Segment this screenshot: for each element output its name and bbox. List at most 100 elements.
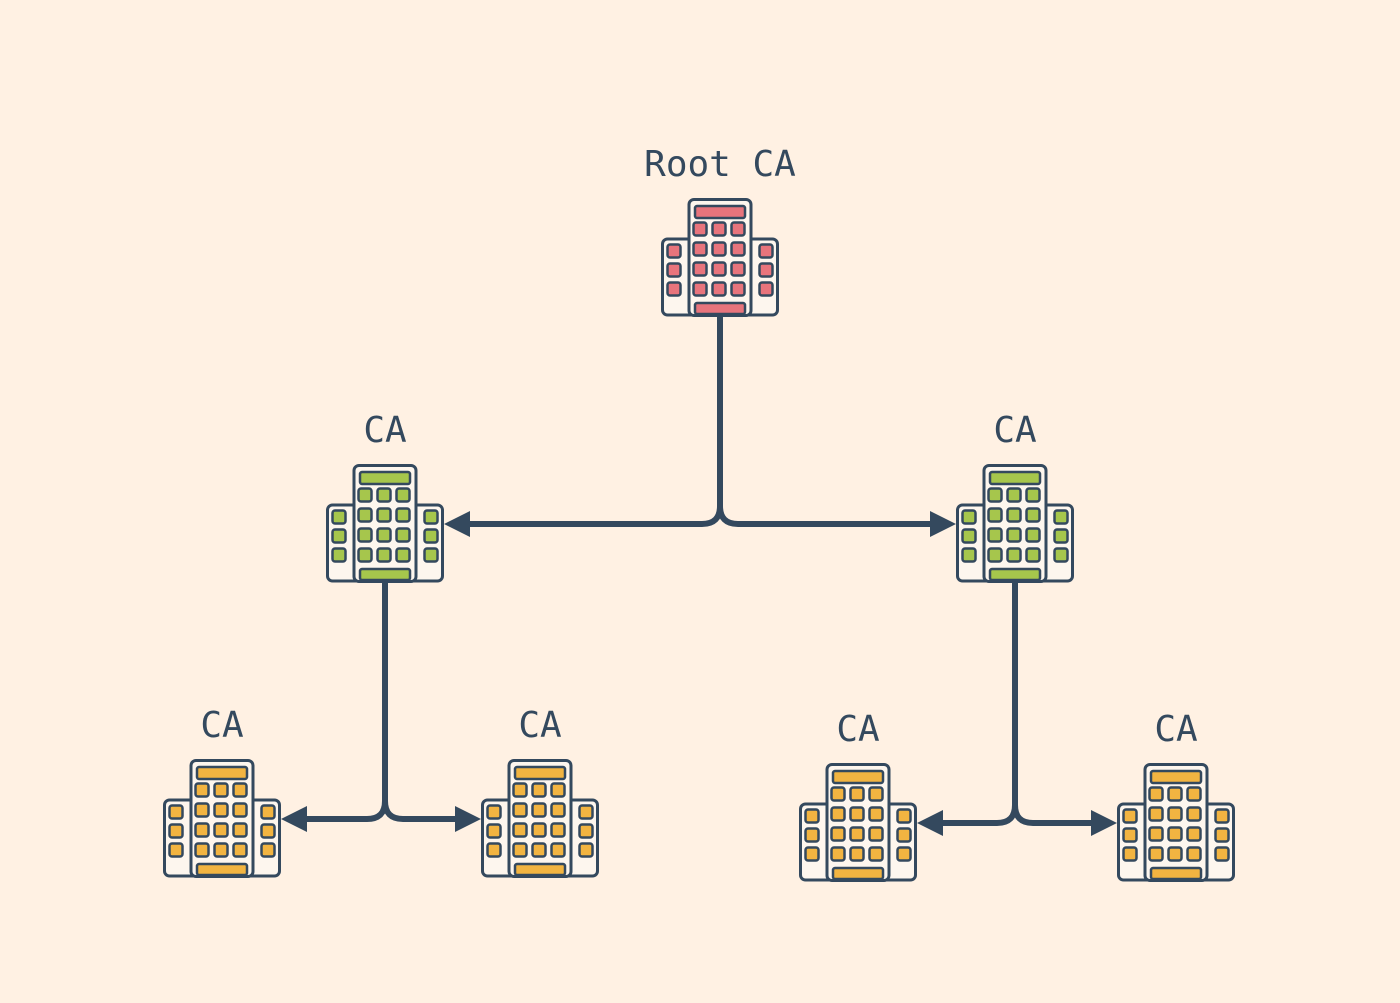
connector-ca-left-to-ca-left-left [304, 579, 388, 822]
building-window [1148, 786, 1164, 802]
building-window [711, 261, 727, 277]
building-window [531, 822, 547, 838]
building-window [1186, 806, 1202, 822]
building-window [711, 221, 727, 237]
office-building-icon [163, 759, 281, 878]
building-window [395, 507, 411, 523]
building-window [168, 823, 184, 839]
office-building-icon [799, 763, 917, 882]
building-window [232, 822, 248, 838]
building-window [830, 846, 846, 862]
building-roof-sign [513, 765, 567, 781]
building-window [357, 527, 373, 543]
building-window [1167, 826, 1183, 842]
building-window [711, 241, 727, 257]
building-window [1122, 846, 1138, 862]
building-window [194, 782, 210, 798]
building-window [357, 507, 373, 523]
building-window [1025, 547, 1041, 563]
arrowhead [930, 511, 956, 537]
building-window [896, 846, 912, 862]
office-building-icon [956, 464, 1074, 583]
building-window [486, 842, 502, 858]
ca-node-ca-left-left: CA [163, 705, 281, 878]
building-window [1053, 528, 1069, 544]
building-window [213, 842, 229, 858]
building-window [395, 547, 411, 563]
building-window [1167, 806, 1183, 822]
building-window [692, 221, 708, 237]
building-window [1214, 808, 1230, 824]
building-window [578, 804, 594, 820]
building-window [512, 802, 528, 818]
ca-node-ca-right-left: CA [799, 709, 917, 882]
arrowhead [281, 806, 307, 832]
building-roof-sign [693, 204, 747, 220]
ca-node-ca-left: CA [326, 410, 444, 583]
building-roof-sign [195, 765, 249, 781]
building-window [331, 509, 347, 525]
building-entrance [513, 862, 567, 877]
building-roof-sign [1149, 769, 1203, 785]
building-window [868, 806, 884, 822]
building-window [423, 528, 439, 544]
arrowhead [917, 810, 943, 836]
office-building-icon [481, 759, 599, 878]
connector-root-to-ca-right [717, 313, 933, 527]
building-window [868, 786, 884, 802]
building-window [896, 808, 912, 824]
building-window [1167, 786, 1183, 802]
building-window [1148, 806, 1164, 822]
building-window [804, 808, 820, 824]
building-window [260, 823, 276, 839]
building-window [213, 822, 229, 838]
building-window [260, 842, 276, 858]
building-window [804, 827, 820, 843]
building-window [395, 527, 411, 543]
building-window [987, 507, 1003, 523]
building-window [849, 826, 865, 842]
building-window [730, 241, 746, 257]
building-window [550, 842, 566, 858]
building-window [758, 243, 774, 259]
building-window [1025, 507, 1041, 523]
building-window [1167, 846, 1183, 862]
building-window [692, 241, 708, 257]
building-window [213, 802, 229, 818]
ca-node-ca-right-right: CA [1117, 709, 1235, 882]
building-window [1214, 846, 1230, 862]
building-window [550, 802, 566, 818]
building-window [168, 804, 184, 820]
building-window [1006, 527, 1022, 543]
connector-ca-left-to-ca-left-right [382, 579, 458, 822]
building-window [1053, 547, 1069, 563]
building-window [1053, 509, 1069, 525]
building-window [849, 786, 865, 802]
building-window [730, 281, 746, 297]
building-window [1186, 786, 1202, 802]
building-window [1006, 547, 1022, 563]
building-window [331, 547, 347, 563]
building-window [1006, 507, 1022, 523]
building-window [849, 806, 865, 822]
office-building-icon [661, 198, 779, 317]
arrowhead [444, 511, 470, 537]
building-window [830, 786, 846, 802]
building-window [531, 802, 547, 818]
building-window [1186, 846, 1202, 862]
ca-node-ca-left-right: CA [481, 705, 599, 878]
building-window [804, 846, 820, 862]
building-window [376, 527, 392, 543]
building-entrance [988, 567, 1042, 582]
building-entrance [195, 862, 249, 877]
building-window [961, 528, 977, 544]
building-window [987, 527, 1003, 543]
building-window [423, 509, 439, 525]
building-window [1122, 827, 1138, 843]
node-label: CA [993, 410, 1037, 451]
building-window [331, 528, 347, 544]
node-label: Root CA [644, 144, 796, 185]
building-window [1186, 826, 1202, 842]
building-window [486, 823, 502, 839]
